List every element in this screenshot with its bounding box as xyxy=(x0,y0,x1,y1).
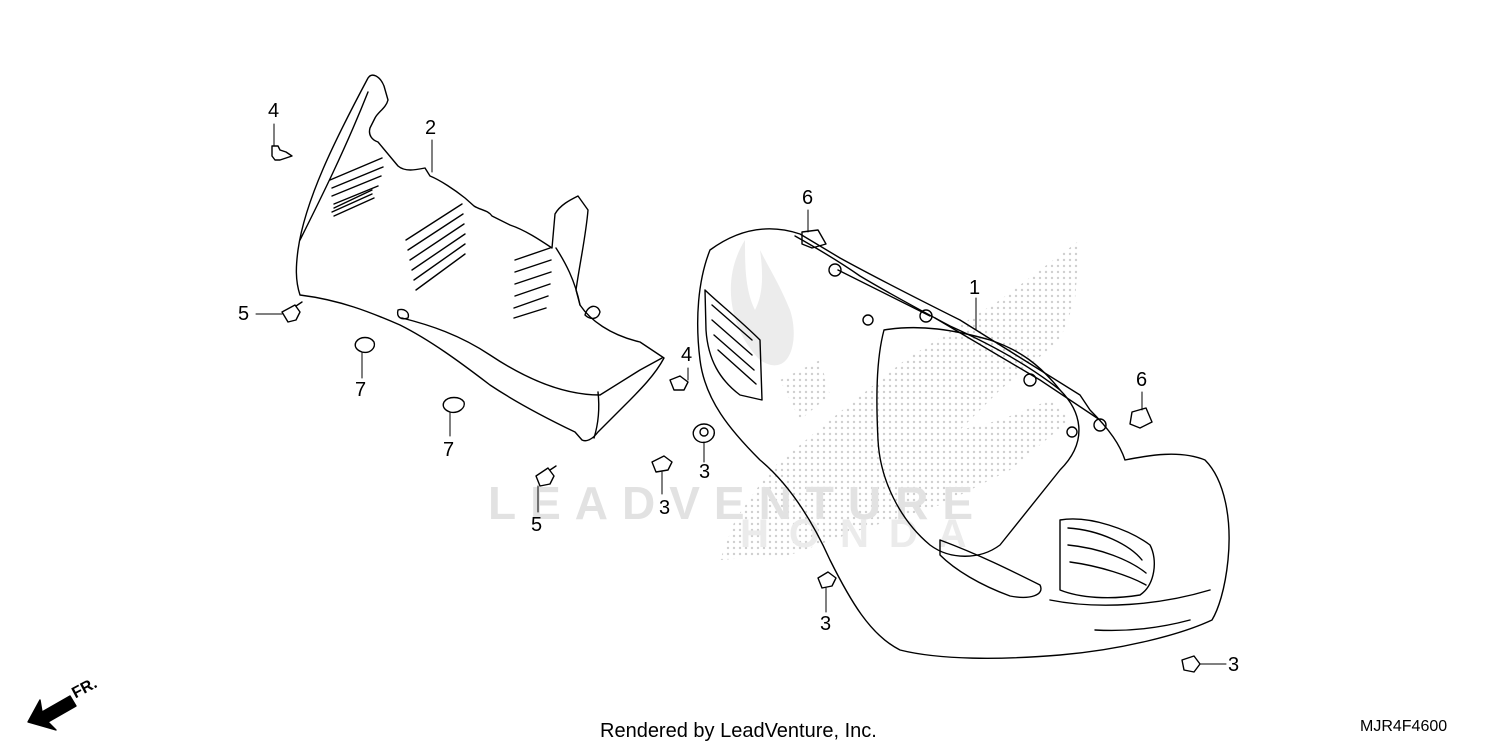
watermark-text: LEADVENTURE xyxy=(488,477,988,529)
render-credit: Rendered by LeadVenture, Inc. xyxy=(600,720,877,742)
callout-4: 4 xyxy=(681,344,693,366)
callout-1: 1 xyxy=(969,277,981,299)
callout-7: 7 xyxy=(355,379,367,401)
callout-3: 3 xyxy=(699,461,711,483)
leader-lines xyxy=(255,123,1227,665)
fasteners xyxy=(271,145,1201,673)
watermark-subtext: HONDA xyxy=(740,512,987,556)
callout-5: 5 xyxy=(238,303,250,325)
callout-3: 3 xyxy=(820,613,832,635)
diagram-code: MJR4F4600 xyxy=(1360,718,1448,735)
callout-6: 6 xyxy=(1136,369,1148,391)
callout-4: 4 xyxy=(268,100,280,122)
callout-5: 5 xyxy=(531,514,543,536)
part-2-inner-panel xyxy=(295,74,665,442)
callout-2: 2 xyxy=(425,117,437,139)
watermark-wing xyxy=(720,240,1080,560)
callout-6: 6 xyxy=(802,187,814,209)
front-arrow-icon xyxy=(27,695,77,731)
callout-7: 7 xyxy=(443,439,455,461)
callout-3: 3 xyxy=(1228,654,1240,676)
watermark-flame xyxy=(730,240,794,366)
part-1-outer-cowl xyxy=(697,228,1230,659)
callout-3: 3 xyxy=(659,497,671,519)
